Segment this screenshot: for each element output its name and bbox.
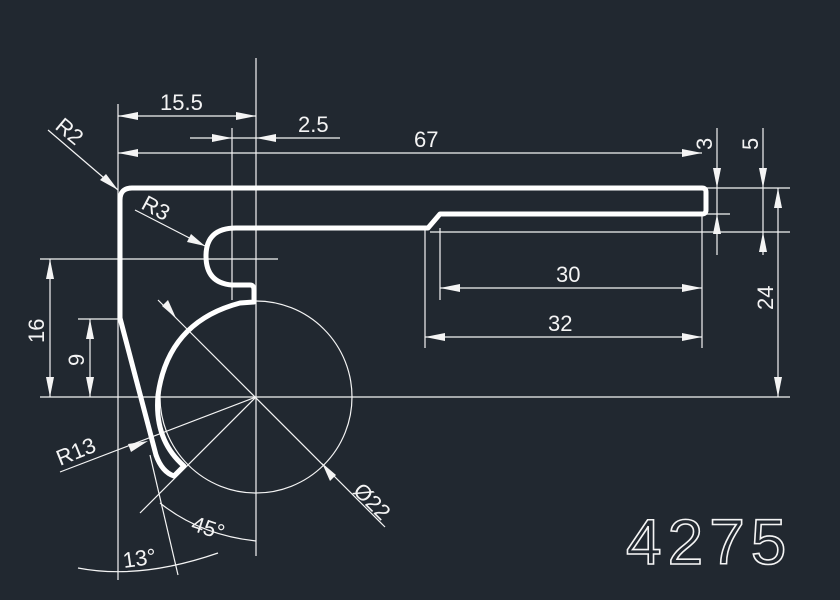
- diameter-leader: [157, 299, 386, 528]
- dim-9: 9: [64, 354, 89, 366]
- angle-13-label: 13°: [121, 544, 157, 573]
- diameter-22-label: Ø22: [348, 478, 395, 525]
- angle-45-arc: [159, 502, 257, 542]
- dim-3: 3: [692, 138, 717, 150]
- dim-24: 24: [753, 286, 778, 310]
- angle-13-line: [149, 454, 179, 576]
- dim-15-5: 15.5: [160, 90, 203, 115]
- angle-45-label: 45°: [188, 511, 227, 545]
- dim-2-5: 2.5: [298, 112, 329, 137]
- radius-r2-label: R2: [51, 113, 89, 150]
- dim-16: 16: [24, 319, 49, 343]
- radius-r3-label: R3: [138, 190, 175, 225]
- extrusion-profile: [117, 185, 709, 479]
- dim-5: 5: [738, 138, 763, 150]
- part-number: 4275: [626, 506, 792, 578]
- dim-30: 30: [556, 262, 580, 287]
- radius-r13-label: R13: [53, 432, 100, 470]
- dim-32: 32: [548, 311, 572, 336]
- dimension-lines: [46, 112, 782, 481]
- angle-13-arc: [77, 552, 219, 573]
- dim-67: 67: [414, 127, 438, 152]
- radius-r13-leader: [59, 396, 257, 473]
